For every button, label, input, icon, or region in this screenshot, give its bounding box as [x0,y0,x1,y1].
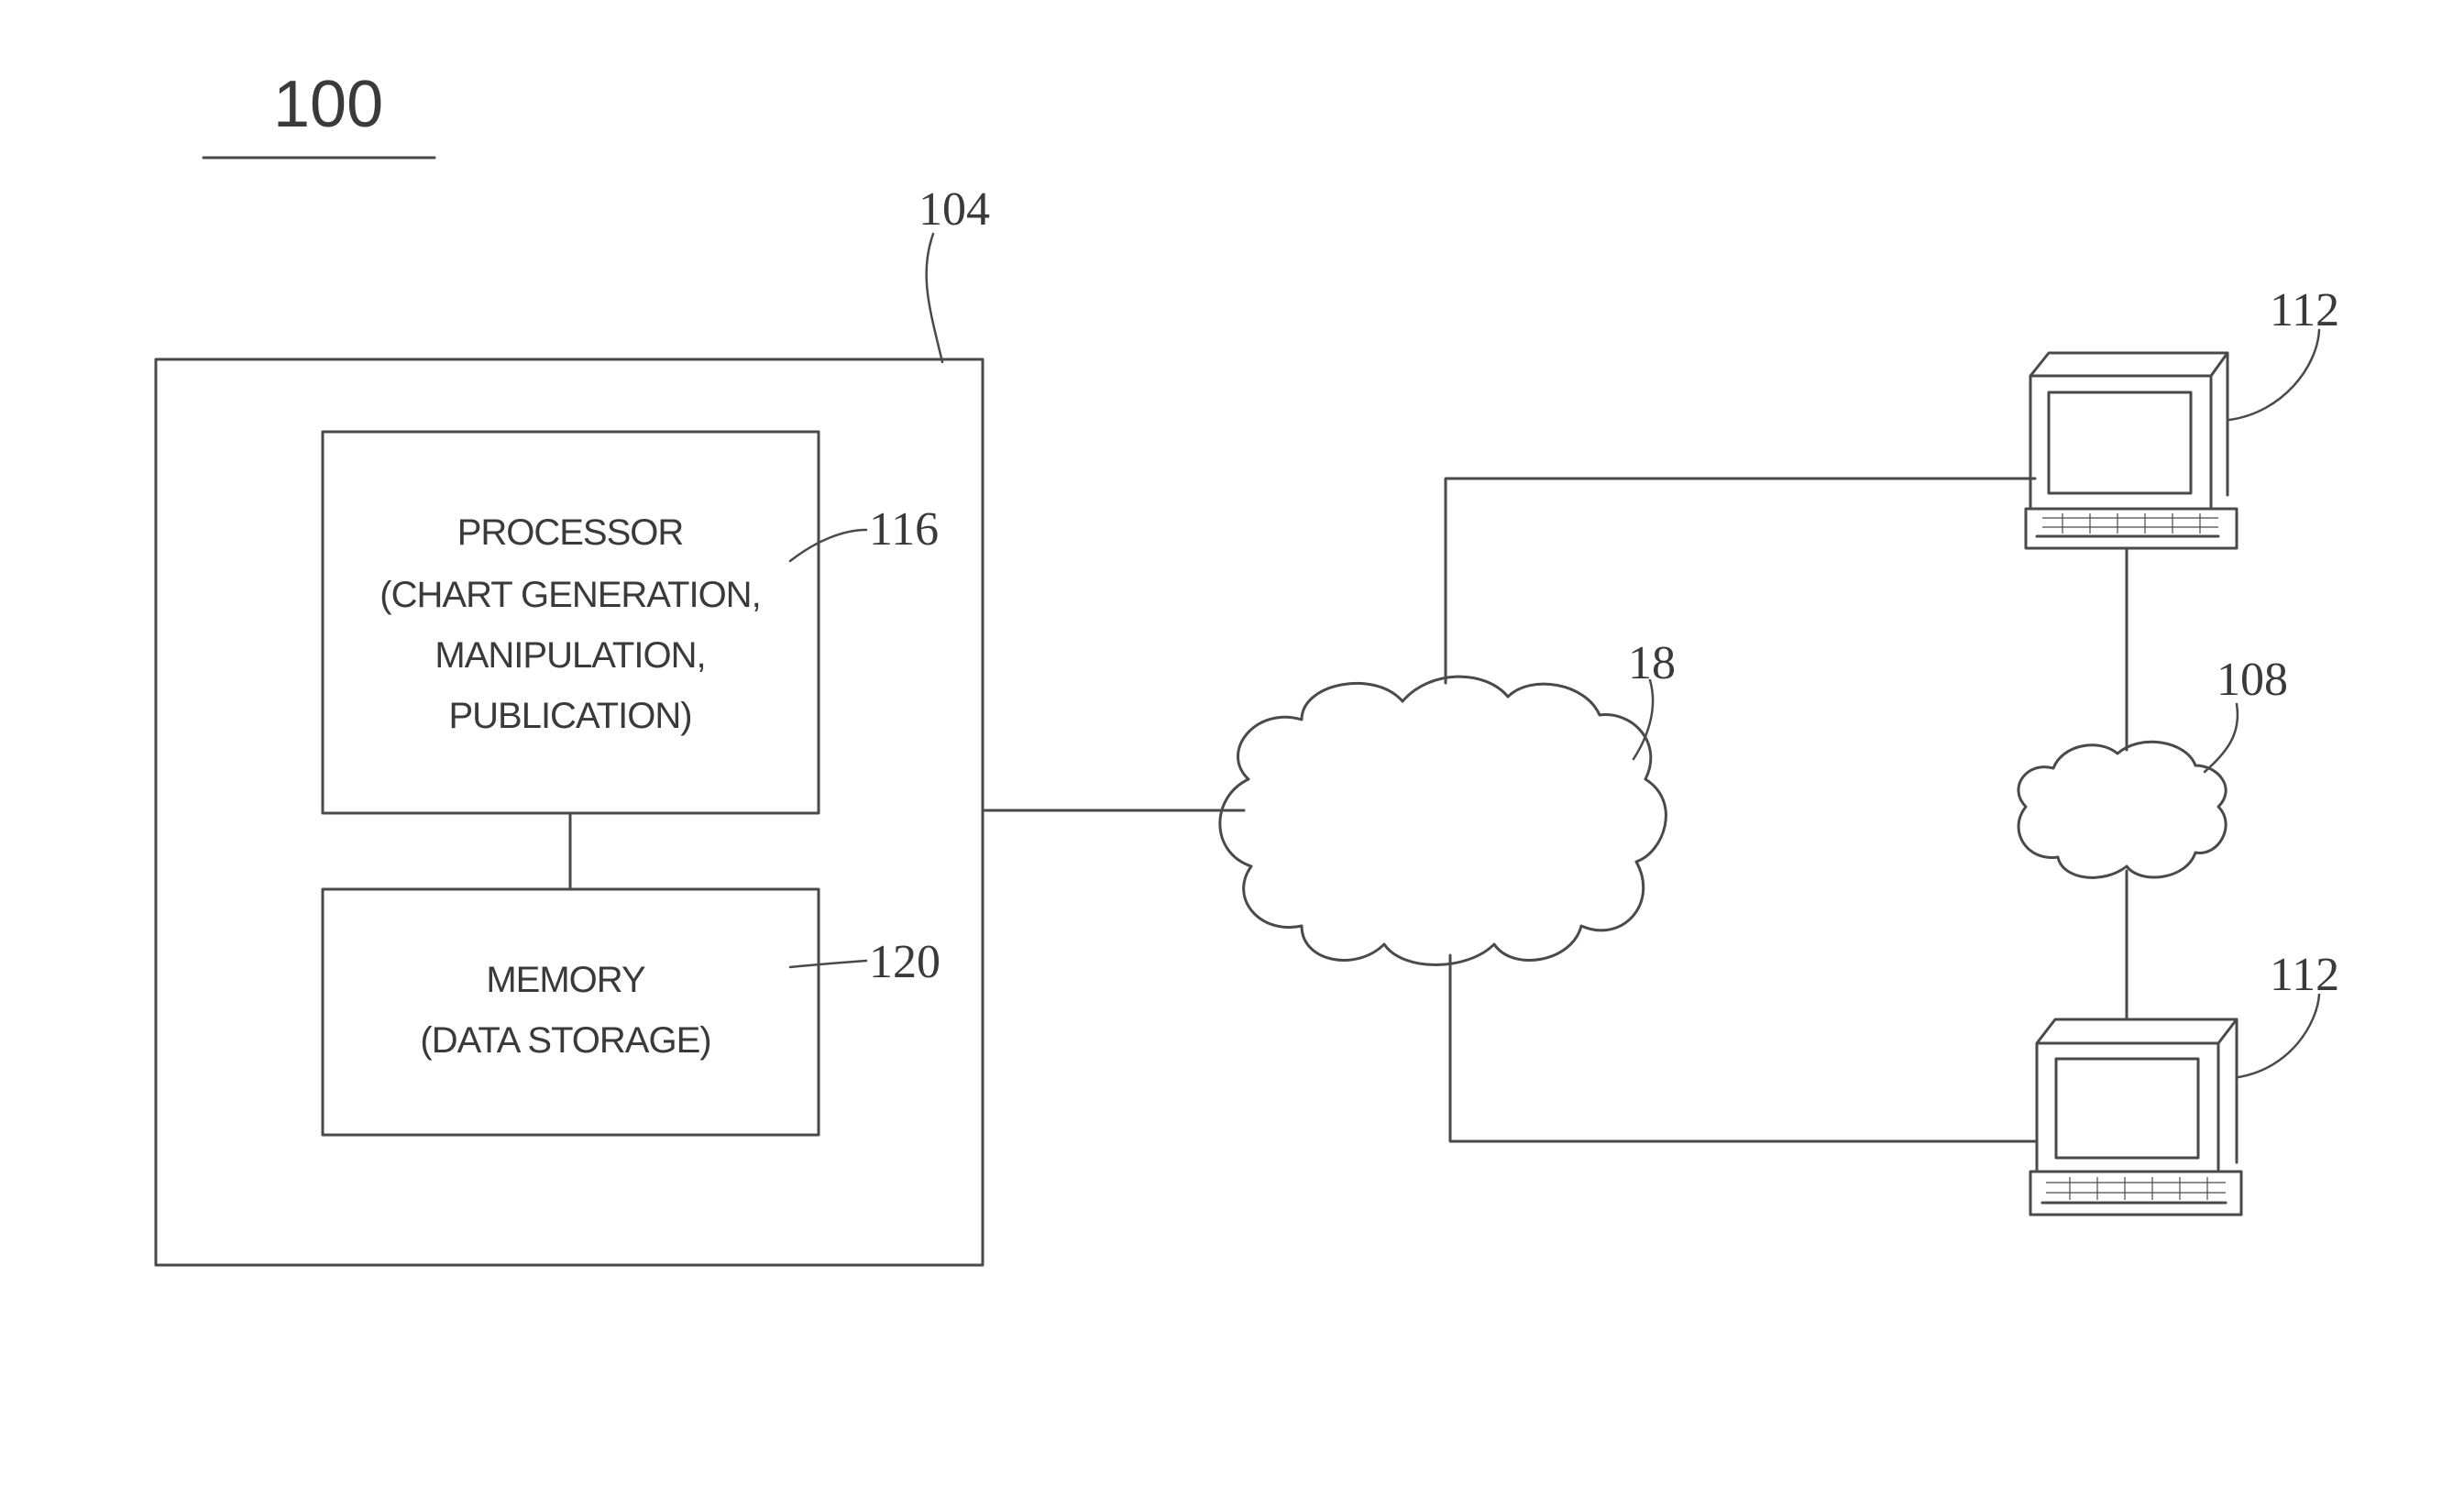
bottom-monitor-top-face [2037,1019,2237,1043]
network-bottom-client-link [1450,955,2037,1141]
memory-leader-line [790,961,866,967]
top-keyboard-base [2026,509,2237,548]
local-network-leader-line [2205,704,2238,772]
processor-ref-label: 116 [869,503,939,556]
server-ref-label: 104 [918,183,990,236]
bottom-monitor [2037,1043,2218,1172]
processor-label-line-1: PROCESSOR [457,512,684,553]
network-top-client-link [1446,479,2035,683]
memory-label-line-2: (DATA STORAGE) [420,1020,710,1061]
top-client-computer [2026,353,2237,548]
top-monitor-screen [2049,392,2191,493]
bottom-keyboard-keys [2046,1177,2226,1200]
server-leader-line [927,234,942,362]
processor-leader-line [790,530,866,561]
top-client-ref-label: 112 [2270,284,2339,336]
top-monitor-top-face [2030,353,2228,376]
memory-label-line-1: MEMORY [486,960,645,1000]
processor-label-line-3: MANIPULATION, [434,635,705,676]
main-network-cloud [1220,677,1666,964]
bottom-client-computer [2030,1019,2241,1215]
processor-label-line-2: (CHART GENERATION, [380,575,760,615]
bottom-monitor-screen [2056,1059,2198,1158]
top-keyboard-keys [2042,513,2218,534]
figure-number: 100 [273,68,383,141]
memory-box [323,889,819,1135]
top-monitor [2030,376,2211,509]
local-network-ref-label: 108 [2216,654,2288,706]
bottom-client-leader-line [2238,995,2319,1077]
processor-label-line-4: PUBLICATION) [448,696,691,736]
bottom-client-ref-label: 112 [2270,949,2339,1001]
local-network-cloud [2018,742,2226,877]
top-client-leader-line [2229,330,2319,420]
main-network-ref-label: 18 [1628,637,1676,689]
memory-ref-label: 120 [869,936,940,988]
processor-box [323,432,819,813]
